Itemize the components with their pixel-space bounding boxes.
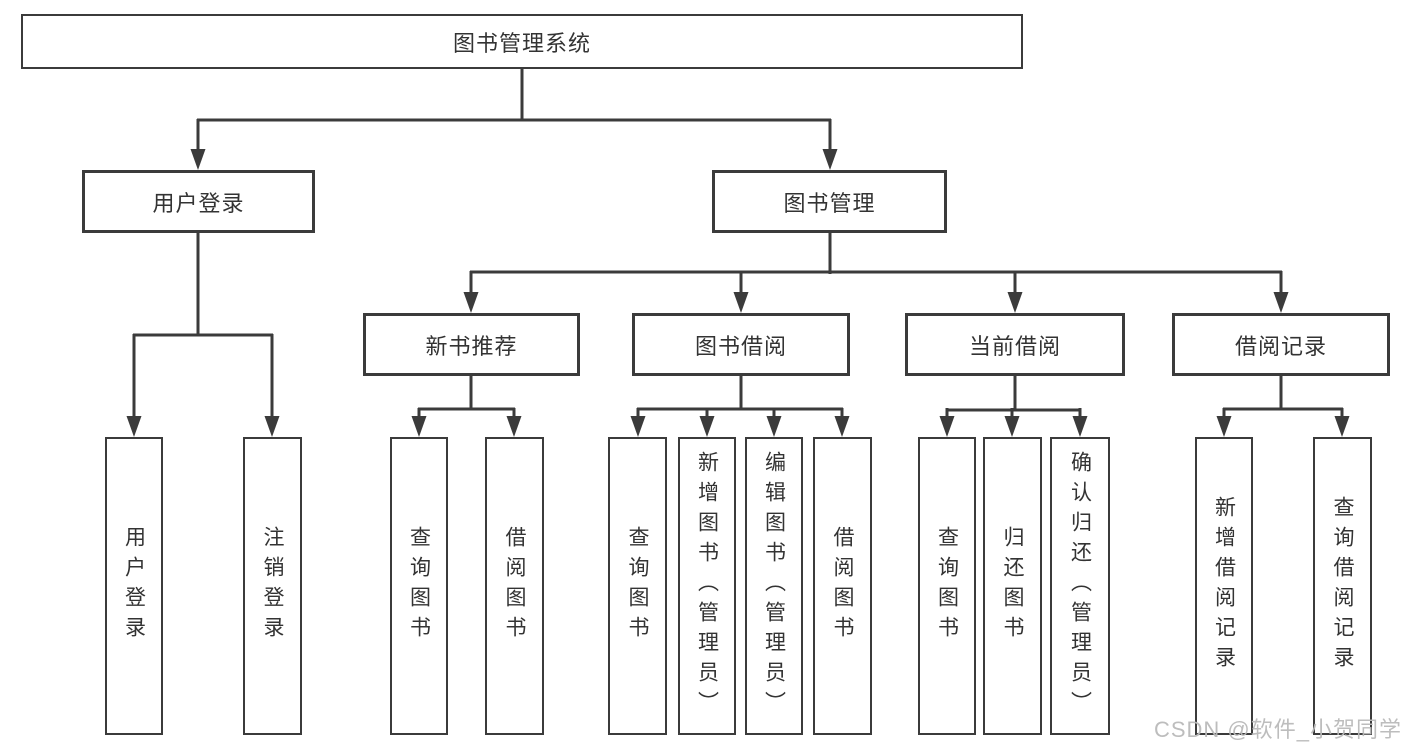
node-book-management-label: 图书管理 <box>783 190 876 216</box>
connector-arrowheads <box>126 149 1350 437</box>
node-borrow-record: 借阅记录 <box>1172 313 1390 376</box>
leaf-borrow-book-recommend: 借阅图书 <box>485 437 544 735</box>
leaf-query-book-current: 查询图书 <box>918 437 976 735</box>
leaf-borrow-book: 借阅图书 <box>813 437 872 735</box>
node-current-borrow-label: 当前借阅 <box>968 333 1061 359</box>
connector-paths <box>132 69 1344 420</box>
node-new-book-recommend-label: 新书推荐 <box>425 333 518 359</box>
node-user-login-label: 用户登录 <box>152 190 245 216</box>
node-book-borrow: 图书借阅 <box>632 313 850 376</box>
leaf-query-borrow-record: 查询借阅记录 <box>1313 437 1372 735</box>
leaf-logout: 注销登录 <box>243 437 302 735</box>
csdn-watermark: CSDN @软件_小贺同学 <box>1153 717 1402 742</box>
node-root: 图书管理系统 <box>21 14 1023 69</box>
node-book-borrow-label: 图书借阅 <box>694 333 787 359</box>
node-new-book-recommend: 新书推荐 <box>363 313 580 376</box>
node-user-login: 用户登录 <box>82 170 315 233</box>
leaf-add-borrow-record: 新增借阅记录 <box>1195 437 1253 735</box>
node-root-label: 图书管理系统 <box>452 30 591 56</box>
leaf-user-login: 用户登录 <box>105 437 163 735</box>
leaf-add-book-admin: 新增图书（管理员） <box>678 437 736 735</box>
node-current-borrow: 当前借阅 <box>905 313 1125 376</box>
leaf-edit-book-admin: 编辑图书（管理员） <box>745 437 803 735</box>
leaf-confirm-return-admin: 确认归还（管理员） <box>1050 437 1110 735</box>
leaf-query-book-recommend: 查询图书 <box>390 437 448 735</box>
node-book-management: 图书管理 <box>712 170 947 233</box>
node-borrow-record-label: 借阅记录 <box>1234 333 1327 359</box>
leaf-return-book: 归还图书 <box>983 437 1042 735</box>
leaf-query-book-borrow: 查询图书 <box>608 437 667 735</box>
